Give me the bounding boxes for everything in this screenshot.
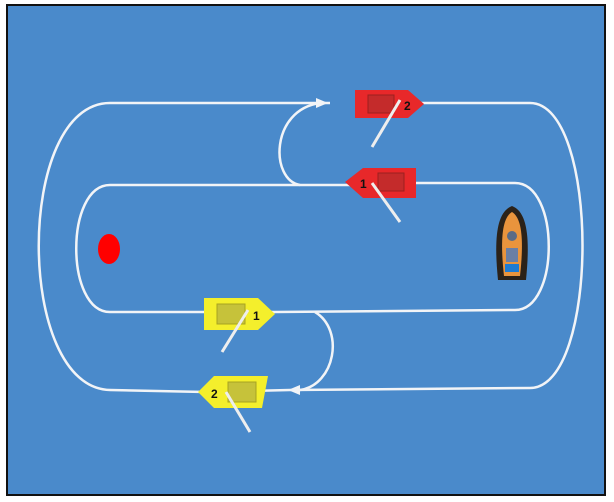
- boat-number: 1: [360, 177, 367, 191]
- boat-number: 2: [211, 387, 218, 401]
- boat-number: 2: [404, 99, 411, 113]
- boat-number: 1: [253, 309, 260, 323]
- red-buoy-icon: [98, 234, 120, 264]
